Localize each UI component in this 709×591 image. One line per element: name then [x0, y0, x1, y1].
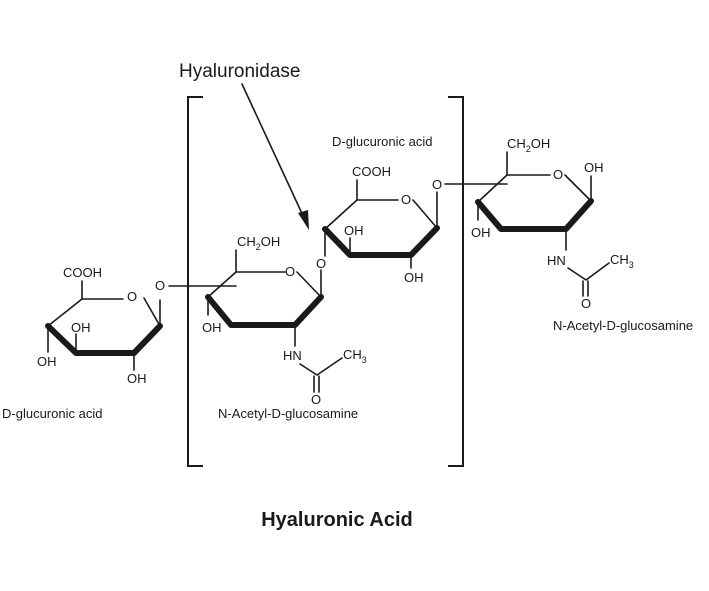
svg-text:CH2OH: CH2OH [237, 234, 280, 252]
svg-text:OH: OH [127, 371, 147, 386]
residue-label-4: N-Acetyl-D-glucosamine [553, 318, 693, 333]
svg-text:O: O [127, 289, 137, 304]
svg-text:OH: OH [202, 320, 222, 335]
svg-text:CH3: CH3 [343, 347, 367, 365]
svg-text:OH: OH [404, 270, 424, 285]
svg-text:OH: OH [471, 225, 491, 240]
svg-text:O: O [581, 296, 591, 311]
glycosidic-oxygen-3: O [432, 177, 442, 192]
svg-text:OH: OH [344, 223, 364, 238]
svg-text:O: O [553, 167, 563, 182]
repeat-unit-right-bracket [448, 96, 464, 467]
glycosidic-oxygen-1: O [155, 278, 165, 293]
repeat-unit-left-bracket [187, 96, 203, 467]
svg-text:COOH: COOH [352, 164, 391, 179]
residue-ring-2: O CH2OH OH HN CH3 O [202, 234, 367, 407]
residue-ring-4: O CH2OH OH OH HN CH3 O [471, 136, 634, 311]
glycosidic-oxygen-2: O [316, 256, 326, 271]
residue-label-2: N-Acetyl-D-glucosamine [218, 406, 358, 421]
svg-text:CH3: CH3 [610, 252, 634, 270]
enzyme-label: Hyaluronidase [179, 61, 300, 82]
svg-text:COOH: COOH [63, 265, 102, 280]
svg-text:OH: OH [37, 354, 57, 369]
svg-text:CH2OH: CH2OH [507, 136, 550, 154]
svg-text:O: O [311, 392, 321, 407]
enzyme-cleavage-arrow [241, 83, 306, 221]
residue-ring-3: O COOH OH OH [322, 164, 440, 285]
residue-label-3: D-glucuronic acid [332, 134, 432, 149]
svg-text:HN: HN [283, 348, 302, 363]
svg-text:O: O [401, 192, 411, 207]
enzyme-arrowhead-icon [298, 210, 309, 230]
residue-label-1: D-glucuronic acid [2, 406, 102, 421]
svg-text:HN: HN [547, 253, 566, 268]
svg-text:OH: OH [71, 320, 91, 335]
svg-text:O: O [285, 264, 295, 279]
residue-ring-1: O COOH OH OH OH [37, 265, 163, 386]
svg-text:OH: OH [584, 160, 604, 175]
diagram-title: Hyaluronic Acid [261, 509, 413, 531]
